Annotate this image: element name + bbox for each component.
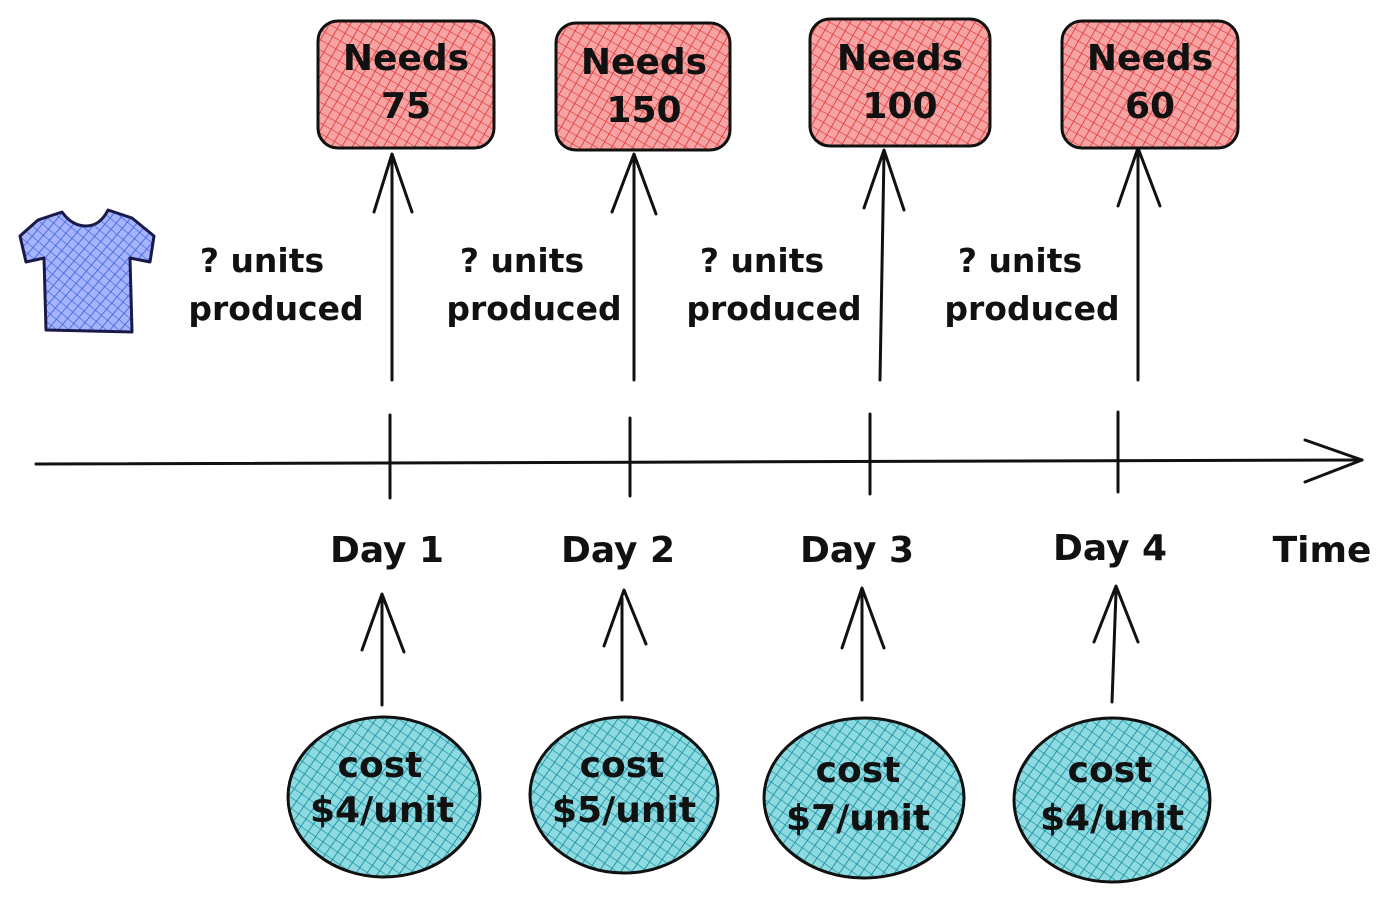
need-value: 100 — [862, 86, 937, 127]
need-box — [808, 17, 992, 148]
need-box — [554, 21, 732, 152]
day-group-2: Day 2 Needs 150 cost $5/unit — [528, 21, 732, 875]
cost-arrow — [602, 588, 648, 702]
need-value: 75 — [381, 86, 431, 127]
production-label-line1: ? units — [958, 241, 1082, 280]
cost-value: $5/unit — [552, 790, 696, 831]
production-label-2: ? units produced — [446, 241, 621, 328]
production-label-line2: produced — [944, 289, 1119, 328]
cost-value: $7/unit — [786, 798, 930, 839]
day-label: Day 3 — [800, 530, 914, 571]
cost-arrow — [840, 586, 886, 702]
cost-label: cost — [338, 745, 423, 786]
need-label: Needs — [1087, 38, 1213, 79]
cost-ellipse — [286, 715, 482, 879]
cost-label: cost — [816, 750, 901, 791]
need-label: Needs — [581, 42, 707, 83]
day-label: Day 4 — [1053, 528, 1167, 569]
cost-ellipse — [528, 715, 720, 875]
demand-arrow — [610, 152, 658, 382]
production-label-4: ? units produced — [944, 241, 1119, 328]
cost-label: cost — [580, 745, 665, 786]
need-box — [316, 19, 496, 150]
day-label: Day 2 — [561, 530, 675, 571]
need-label: Needs — [343, 38, 469, 79]
time-axis — [34, 438, 1364, 484]
day-group-1: Day 1 Needs 75 cost $4/unit — [286, 19, 496, 879]
cost-arrow — [1092, 584, 1140, 704]
production-label-line1: ? units — [460, 241, 584, 280]
cost-arrow — [360, 592, 406, 707]
cost-value: $4/unit — [1040, 798, 1184, 839]
need-label: Needs — [837, 38, 963, 79]
production-label-line2: produced — [188, 289, 363, 328]
cost-ellipse — [1012, 716, 1212, 884]
day-group-3: Day 3 Needs 100 cost $7/unit — [762, 17, 992, 880]
production-label-1: ? units produced — [188, 241, 363, 328]
demand-arrow — [1116, 146, 1162, 382]
demand-arrow — [372, 152, 414, 382]
production-label-line2: produced — [686, 289, 861, 328]
t-shirt-icon — [18, 208, 156, 334]
cost-ellipse — [762, 716, 966, 880]
time-axis-label: Time — [1273, 530, 1372, 571]
day-label: Day 1 — [330, 530, 444, 571]
day-group-4: Day 4 Needs 60 cost $4/unit — [1012, 19, 1240, 884]
production-label-3: ? units produced — [686, 241, 861, 328]
production-label-line1: ? units — [200, 241, 324, 280]
need-value: 60 — [1125, 86, 1175, 127]
demand-arrow — [862, 148, 906, 382]
need-value: 150 — [606, 90, 681, 131]
cost-value: $4/unit — [310, 790, 454, 831]
production-label-line2: produced — [446, 289, 621, 328]
need-box — [1060, 19, 1240, 150]
production-label-line1: ? units — [700, 241, 824, 280]
cost-label: cost — [1068, 750, 1153, 791]
